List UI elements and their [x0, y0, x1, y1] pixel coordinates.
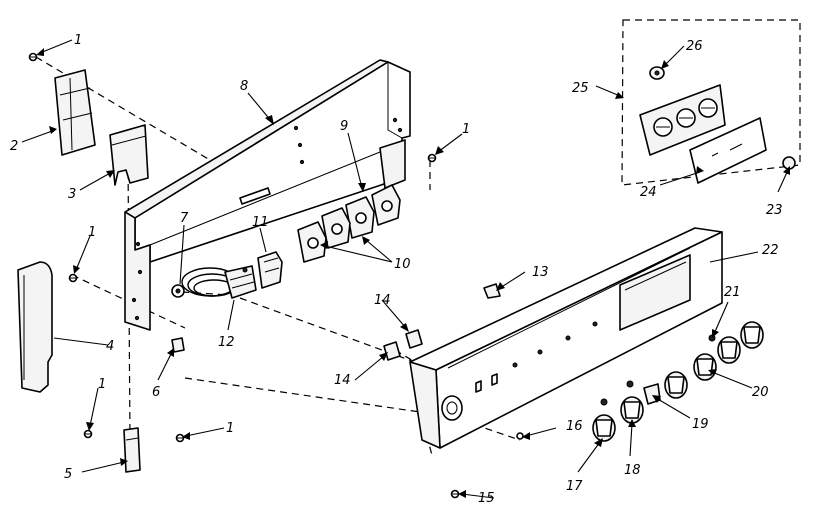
- screw-1c: [83, 429, 93, 439]
- leader-lines: [21, 39, 790, 499]
- part-13-clip: [483, 283, 501, 299]
- callout-21: 21: [724, 285, 741, 300]
- part-9-10-switches: [297, 184, 401, 263]
- knob-b: [717, 336, 741, 364]
- callout-7: 7: [180, 211, 189, 226]
- callout-1-right: 1: [462, 122, 470, 137]
- callout-20: 20: [752, 385, 769, 400]
- part-3-bracket: [109, 124, 149, 186]
- callout-9: 9: [340, 119, 348, 134]
- knob-20: [693, 353, 717, 381]
- callout-2: 2: [10, 139, 18, 154]
- callout-22: 22: [762, 243, 779, 258]
- callout-26: 26: [686, 39, 703, 54]
- callout-24: 24: [640, 185, 657, 200]
- callout-5: 5: [64, 467, 72, 482]
- knob-17: [592, 414, 616, 442]
- screw-1e: [427, 153, 437, 163]
- callout-1-bottom-right: 1: [226, 421, 234, 436]
- callout-19: 19: [692, 417, 709, 432]
- callout-18: 18: [624, 463, 641, 478]
- part-22-control-panel: [409, 227, 723, 449]
- callout-1-top-left: 1: [74, 33, 82, 48]
- part-14-clips: [383, 329, 423, 361]
- callout-1-bottom-left: 1: [98, 377, 106, 392]
- part-4-side-panel: [17, 261, 53, 393]
- callout-15: 15: [478, 491, 495, 506]
- control-knobs: [450, 321, 764, 499]
- callout-16: 16: [566, 419, 583, 434]
- callout-14-lower: 14: [334, 373, 351, 388]
- part-6-clip: [171, 337, 185, 353]
- callout-10: 10: [394, 257, 411, 272]
- callout-12: 12: [218, 335, 235, 350]
- callout-3: 3: [68, 187, 76, 202]
- callout-11: 11: [252, 215, 269, 230]
- callout-23: 23: [766, 203, 783, 218]
- part-26-knob: [649, 66, 665, 80]
- part-7-fastener: [171, 284, 185, 298]
- screw-1d: [175, 433, 185, 443]
- screw-1a: [28, 52, 38, 62]
- callout-6: 6: [152, 385, 160, 400]
- part-16-screw: [516, 432, 524, 440]
- callout-labels: 1 2 3 8 9 1 1 7 11 10 4 12 6 1 1 5 13 14…: [10, 33, 783, 506]
- knob-18: [620, 396, 644, 424]
- part-15-screw: [450, 489, 460, 499]
- part-24-clock-assembly: [639, 84, 767, 184]
- part-1-screws: [28, 52, 437, 443]
- callout-1-left-mid: 1: [88, 225, 96, 240]
- callout-13: 13: [532, 265, 549, 280]
- part-2-side-bracket: [54, 69, 96, 156]
- callout-4: 4: [106, 339, 114, 354]
- callout-14-upper: 14: [374, 293, 391, 308]
- part-5-bracket: [123, 427, 141, 473]
- knob-a: [664, 371, 688, 399]
- part-8-back-panel: [124, 59, 411, 331]
- part-11-relay: [257, 251, 283, 289]
- callout-25: 25: [572, 81, 589, 96]
- knob-c: [740, 321, 764, 349]
- callout-17: 17: [566, 479, 583, 494]
- screw-1b: [68, 273, 78, 283]
- callout-8: 8: [240, 79, 248, 94]
- part-12-thermostat-harness: [181, 265, 257, 299]
